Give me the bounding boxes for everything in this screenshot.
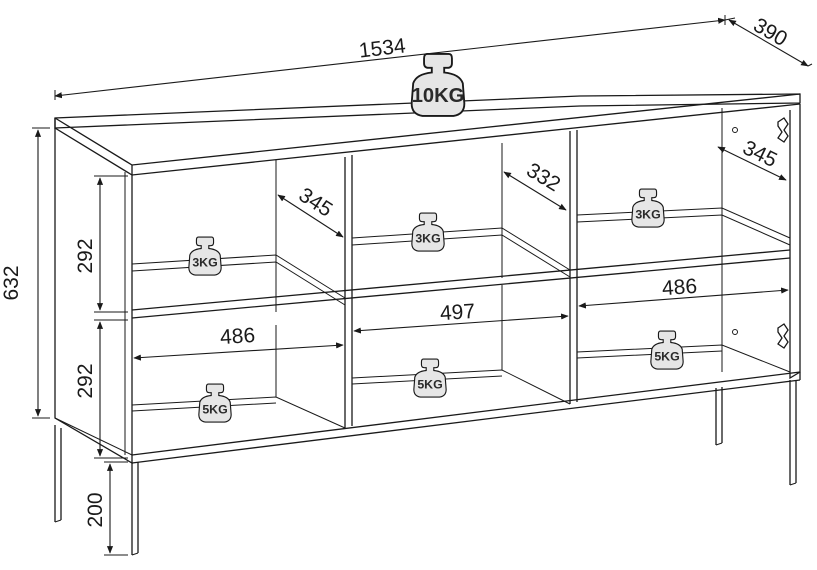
weight-icon: 5KG: [650, 330, 684, 370]
hinge-icon: [732, 117, 789, 143]
middle-rail: [131, 249, 791, 319]
weights-layer: 10KG 3KG 3KG 3KG 5KG 5KG 5KG: [188, 52, 684, 423]
weight-icon: 3KG: [188, 236, 222, 276]
shelf-upper-mid: [351, 227, 571, 278]
dim-inner-width-left-label: 486: [219, 324, 255, 349]
cabinet: [54, 93, 801, 465]
bottom-rail: [131, 371, 801, 464]
shelf-upper-left: [131, 254, 346, 306]
weight-icon: 10KG: [410, 52, 466, 117]
shelf-lower-right: [576, 344, 791, 373]
dim-inner-depth-left-label: 345: [295, 183, 337, 221]
weight-icon: 5KG: [198, 383, 232, 423]
weight-label: 10KG: [412, 85, 465, 107]
weight-label: 5KG: [654, 350, 679, 364]
dim-width-label: 1534: [358, 34, 407, 62]
weight-icon: 3KG: [411, 212, 445, 252]
dimension-lines: [32, 15, 813, 556]
dim-inner-depth-middle-label: 332: [522, 159, 564, 197]
shelf-upper-right: [576, 207, 791, 246]
weight-label: 3KG: [192, 256, 217, 270]
weight-icon: 5KG: [413, 358, 447, 398]
weight-label: 3KG: [415, 232, 440, 246]
dim-inner-width-right-label: 486: [661, 275, 698, 300]
weight-label: 5KG: [202, 403, 227, 417]
weight-icon: 3KG: [631, 188, 665, 228]
dim-shelf-lower-label: 292: [74, 363, 97, 398]
hinge-icon: [732, 323, 789, 349]
divider-left: [344, 155, 353, 428]
weight-label: 3KG: [635, 208, 660, 222]
dim-inner-width-middle-label: 497: [439, 300, 476, 325]
shelf-lower-mid: [351, 369, 571, 405]
dim-shelf-upper-label: 292: [74, 238, 97, 273]
right-panel: [789, 104, 801, 380]
dim-leg-label: 200: [84, 492, 107, 527]
dim-inner-depth-right-label: 345: [739, 136, 781, 172]
divider-right: [569, 130, 578, 404]
left-panel: [54, 128, 133, 465]
shelf-lower-left: [131, 396, 346, 429]
weight-label: 5KG: [417, 378, 442, 392]
dim-height-label: 632: [0, 265, 23, 300]
dim-depth-label: 390: [749, 14, 791, 51]
legs: [54, 380, 797, 556]
